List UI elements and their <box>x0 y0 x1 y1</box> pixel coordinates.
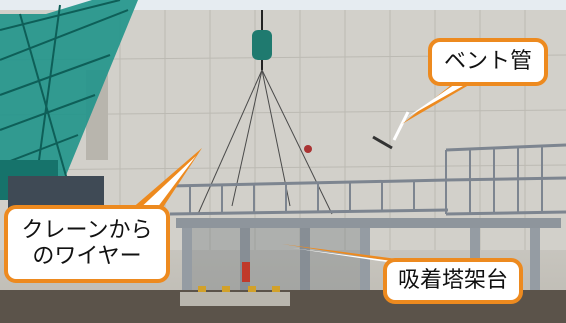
yellow-fittings <box>198 286 280 292</box>
callout-crane-wire-line2: のワイヤー <box>32 244 142 269</box>
callout-tails <box>130 82 474 264</box>
scaffold-railing <box>169 143 566 216</box>
callout-adsorption-tower-frame-text: 吸着塔架台 <box>397 268 508 294</box>
callout-adsorption-tower-frame: 吸着塔架台 <box>383 258 523 304</box>
base-slab <box>180 292 290 306</box>
frame-deck <box>176 218 561 228</box>
red-extinguisher <box>242 262 250 282</box>
callout-vent-pipe-text: ベント管 <box>443 49 532 75</box>
callout-vent-pipe: ベント管 <box>428 38 548 86</box>
callout-crane-wire: クレーンから のワイヤー <box>4 205 170 283</box>
wall-fitting <box>304 145 312 153</box>
crane-hook <box>252 10 272 70</box>
callout-crane-wire-line1: クレーンから <box>21 218 153 244</box>
vent-pipe <box>372 135 393 150</box>
scaffold-posts <box>189 146 543 214</box>
vent-pipe-pointer <box>392 111 410 141</box>
